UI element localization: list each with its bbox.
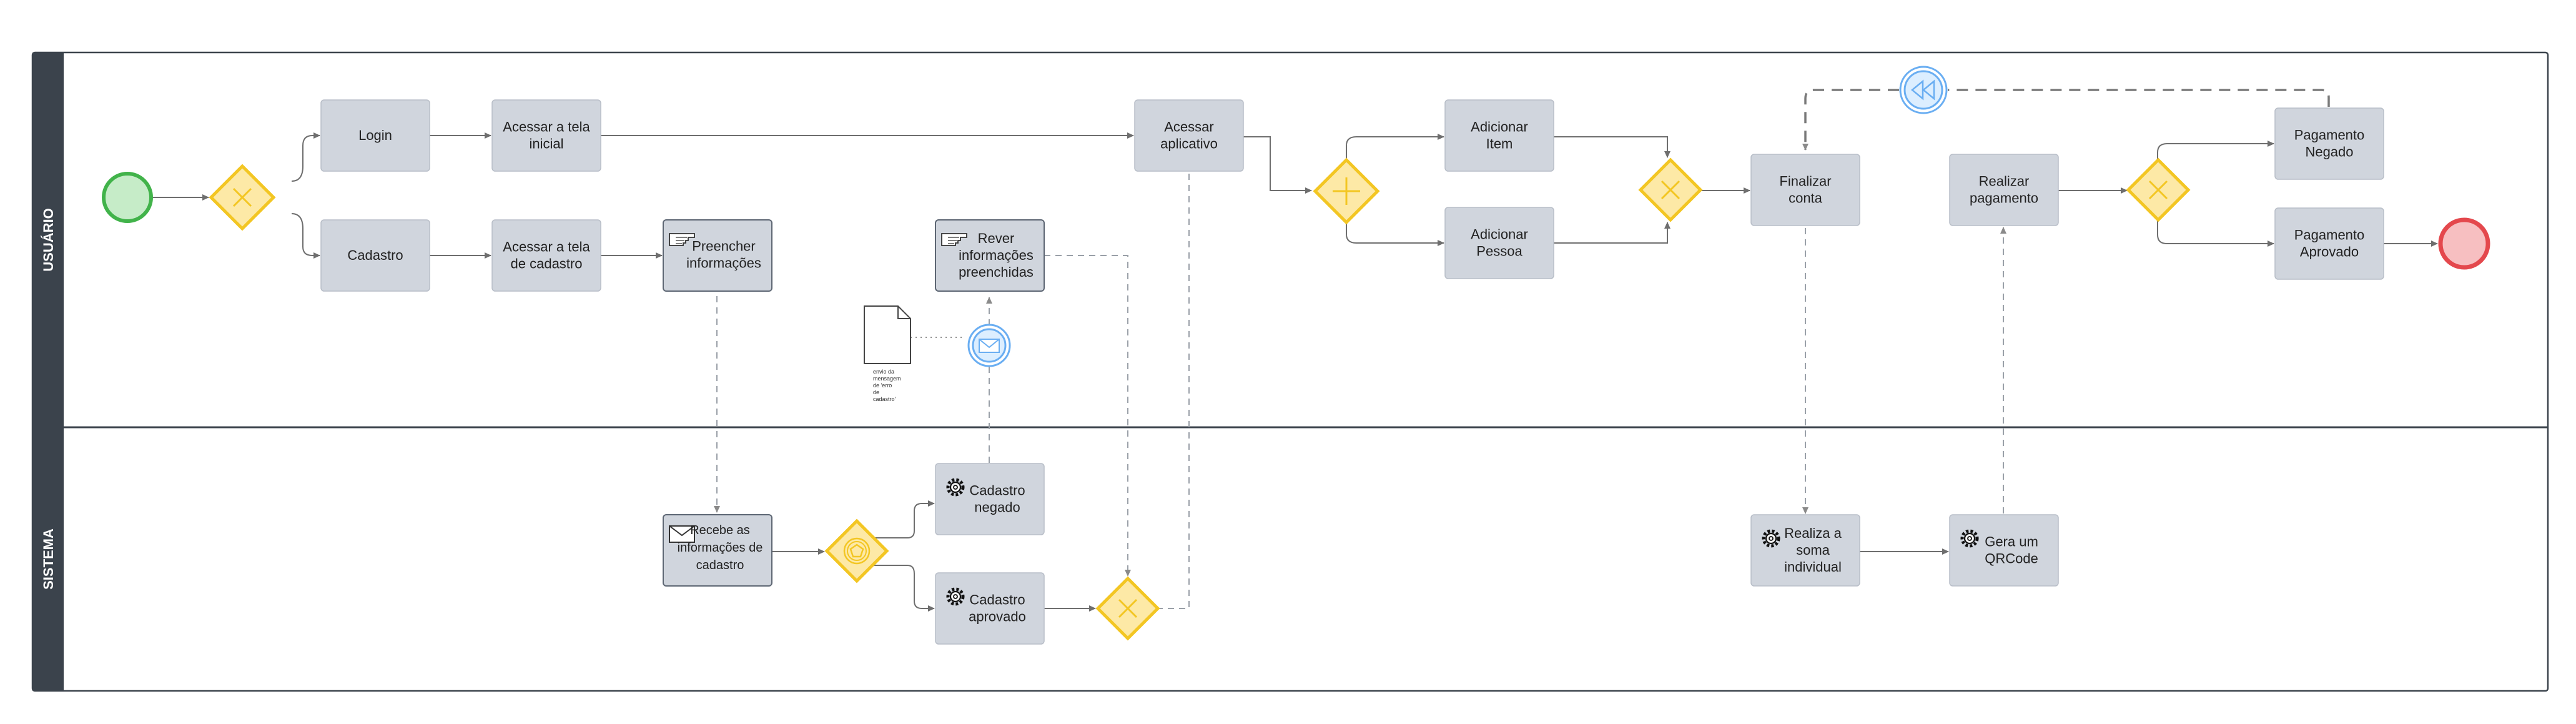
exclusive-gateway-4 — [2126, 157, 2191, 222]
manual-task-icon — [941, 233, 967, 246]
exclusive-gateway-5 — [1095, 576, 1160, 641]
manual-task-icon — [669, 233, 695, 246]
lane-label-sistema: SISTEMA — [41, 528, 56, 590]
sequence-flows — [152, 132, 2438, 612]
pool — [31, 51, 2549, 692]
lane-label-usuario: USUÁRIO — [41, 208, 56, 271]
task-label: Login — [358, 127, 392, 143]
compensation-event — [1899, 66, 1948, 114]
rewind-icon — [1911, 79, 1935, 101]
task-label: Cadastro — [347, 247, 403, 263]
task-cadastro[interactable]: Cadastro — [320, 219, 430, 292]
event-based-gateway — [824, 518, 889, 583]
exclusive-gateway-2 — [1313, 157, 1380, 225]
task-login[interactable]: Login — [320, 99, 430, 172]
envelope-icon — [979, 339, 1000, 353]
end-event — [2438, 217, 2490, 270]
exclusive-gateway-3 — [1638, 157, 1703, 222]
intermediate-message-event — [967, 324, 1011, 367]
exclusive-gateway-1 — [209, 164, 276, 231]
message-icon — [669, 525, 695, 543]
start-event — [102, 172, 153, 223]
data-object-icon — [864, 305, 911, 364]
